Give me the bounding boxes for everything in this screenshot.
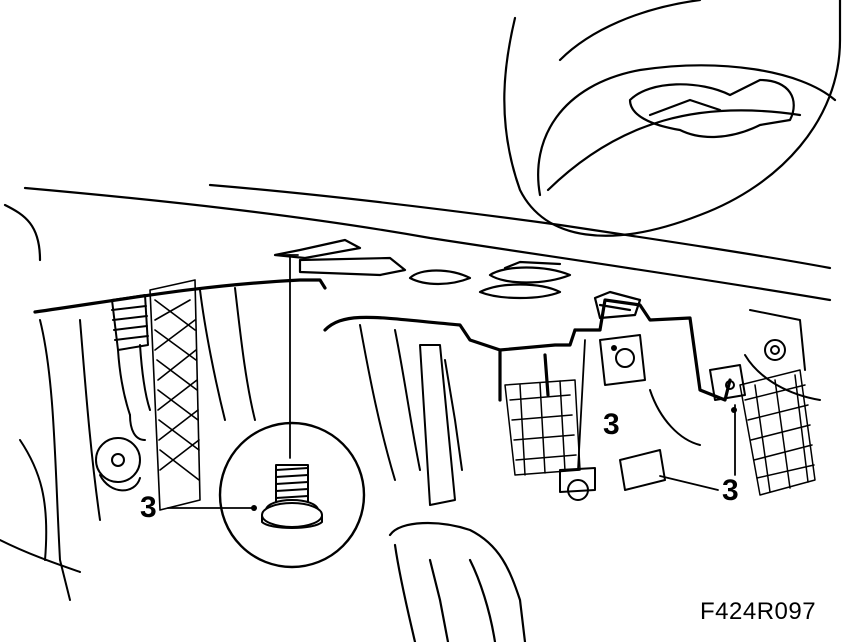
center-bracket (559, 334, 701, 501)
hatched-panel-center (504, 379, 581, 476)
hatched-panel-left (149, 279, 201, 511)
leader-lines (167, 254, 736, 509)
cable-harness (111, 294, 151, 441)
figure-code: F424R097 (700, 598, 817, 625)
leader-line-center (577, 339, 586, 471)
right-bracket (709, 309, 821, 401)
bolt-detail (261, 464, 323, 529)
lower-trim-panel (33, 278, 732, 402)
callout-bolt-right: 3 (722, 474, 739, 507)
panel-slots (273, 238, 642, 320)
leader-line-right-bottom (659, 475, 719, 491)
pedal-pad (388, 522, 527, 642)
steering-wheel (503, 0, 842, 237)
callout-bolt-center: 3 (603, 408, 620, 441)
left-pillar (0, 319, 141, 601)
callout-bolt-left: 3 (140, 491, 157, 524)
leader-dots (251, 345, 737, 511)
pedal-bracket (199, 287, 463, 506)
dashboard-edge (3, 183, 832, 302)
hatched-panel-right (739, 369, 816, 496)
